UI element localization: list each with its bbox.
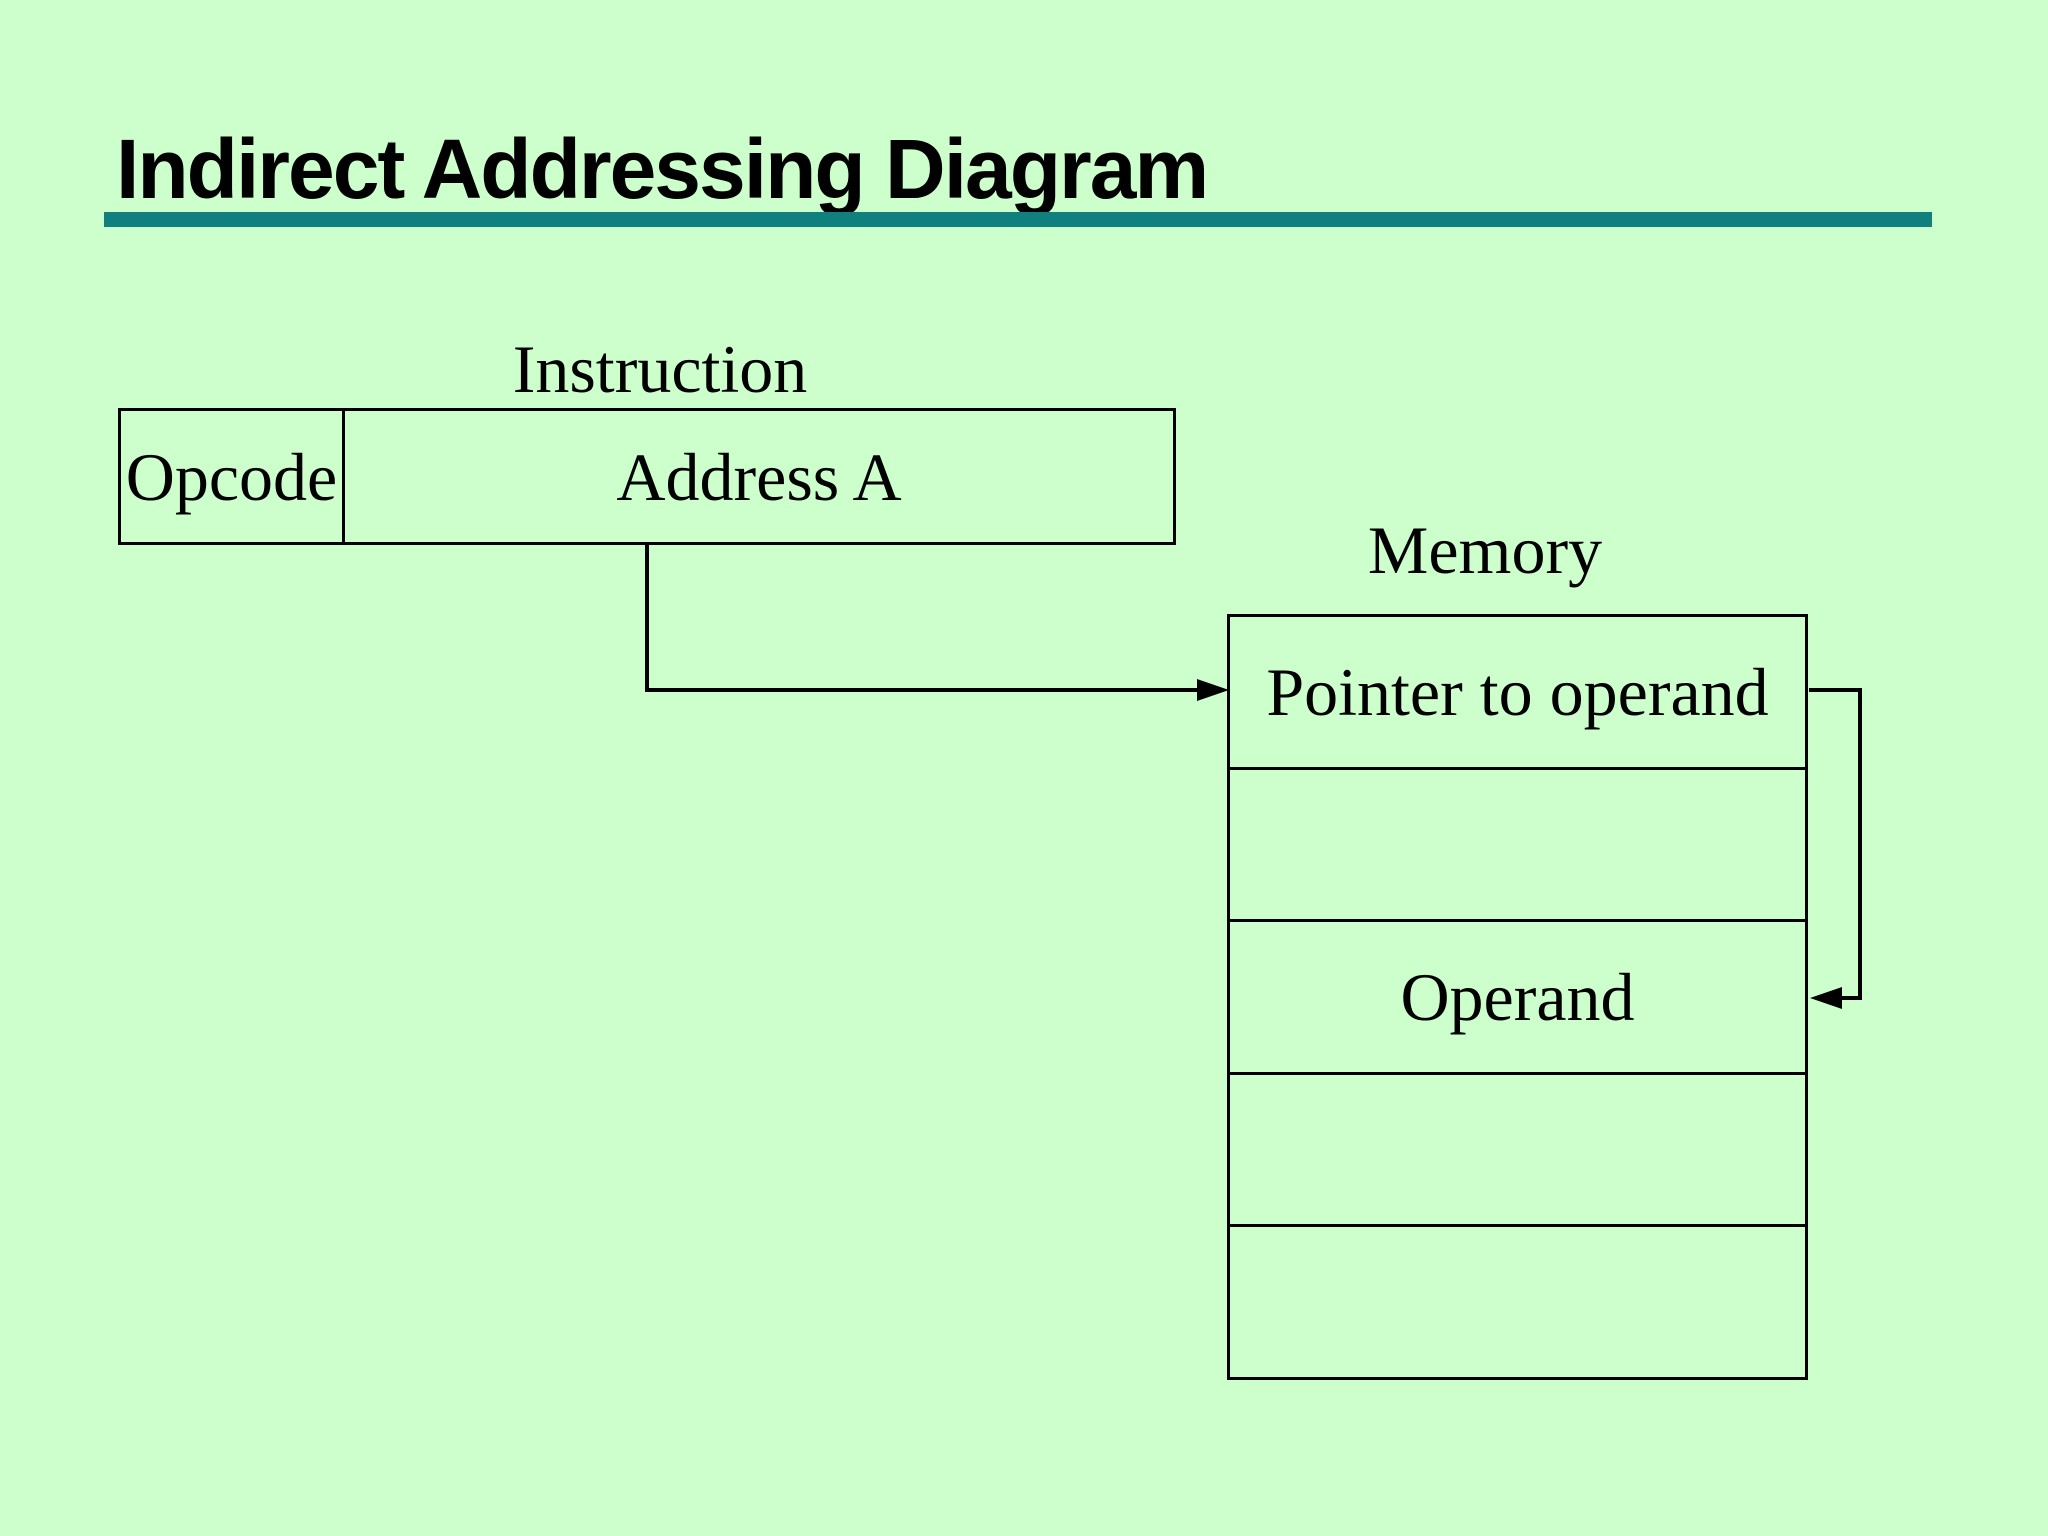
memory-row-empty-3 [1230,1224,1805,1377]
opcode-cell: Opcode [121,411,342,542]
pointer-to-operand-connector [1809,688,1862,1009]
memory-row-operand: Operand [1230,919,1805,1072]
opcode-label: Opcode [125,438,338,515]
pointer-to-operand-label: Pointer to operand [1266,653,1769,730]
arrow-right-icon [1197,679,1229,701]
address-a-cell: Address A [342,411,1173,542]
memory-box: Pointer to operand Operand [1227,614,1808,1380]
arrow-left-icon [1810,987,1842,1009]
memory-row-empty-1 [1230,766,1805,920]
memory-label: Memory [1367,512,1603,588]
instruction-label: Instruction [512,331,808,407]
operand-label: Operand [1400,958,1635,1035]
title-underline-rule [104,212,1932,227]
memory-row-empty-2 [1230,1071,1805,1225]
address-to-memory-connector [645,544,1229,701]
memory-row-pointer: Pointer to operand [1230,617,1805,767]
slide-title: Indirect Addressing Diagram [116,122,1209,216]
address-a-label: Address A [616,438,902,515]
instruction-box: Opcode Address A [118,408,1176,545]
